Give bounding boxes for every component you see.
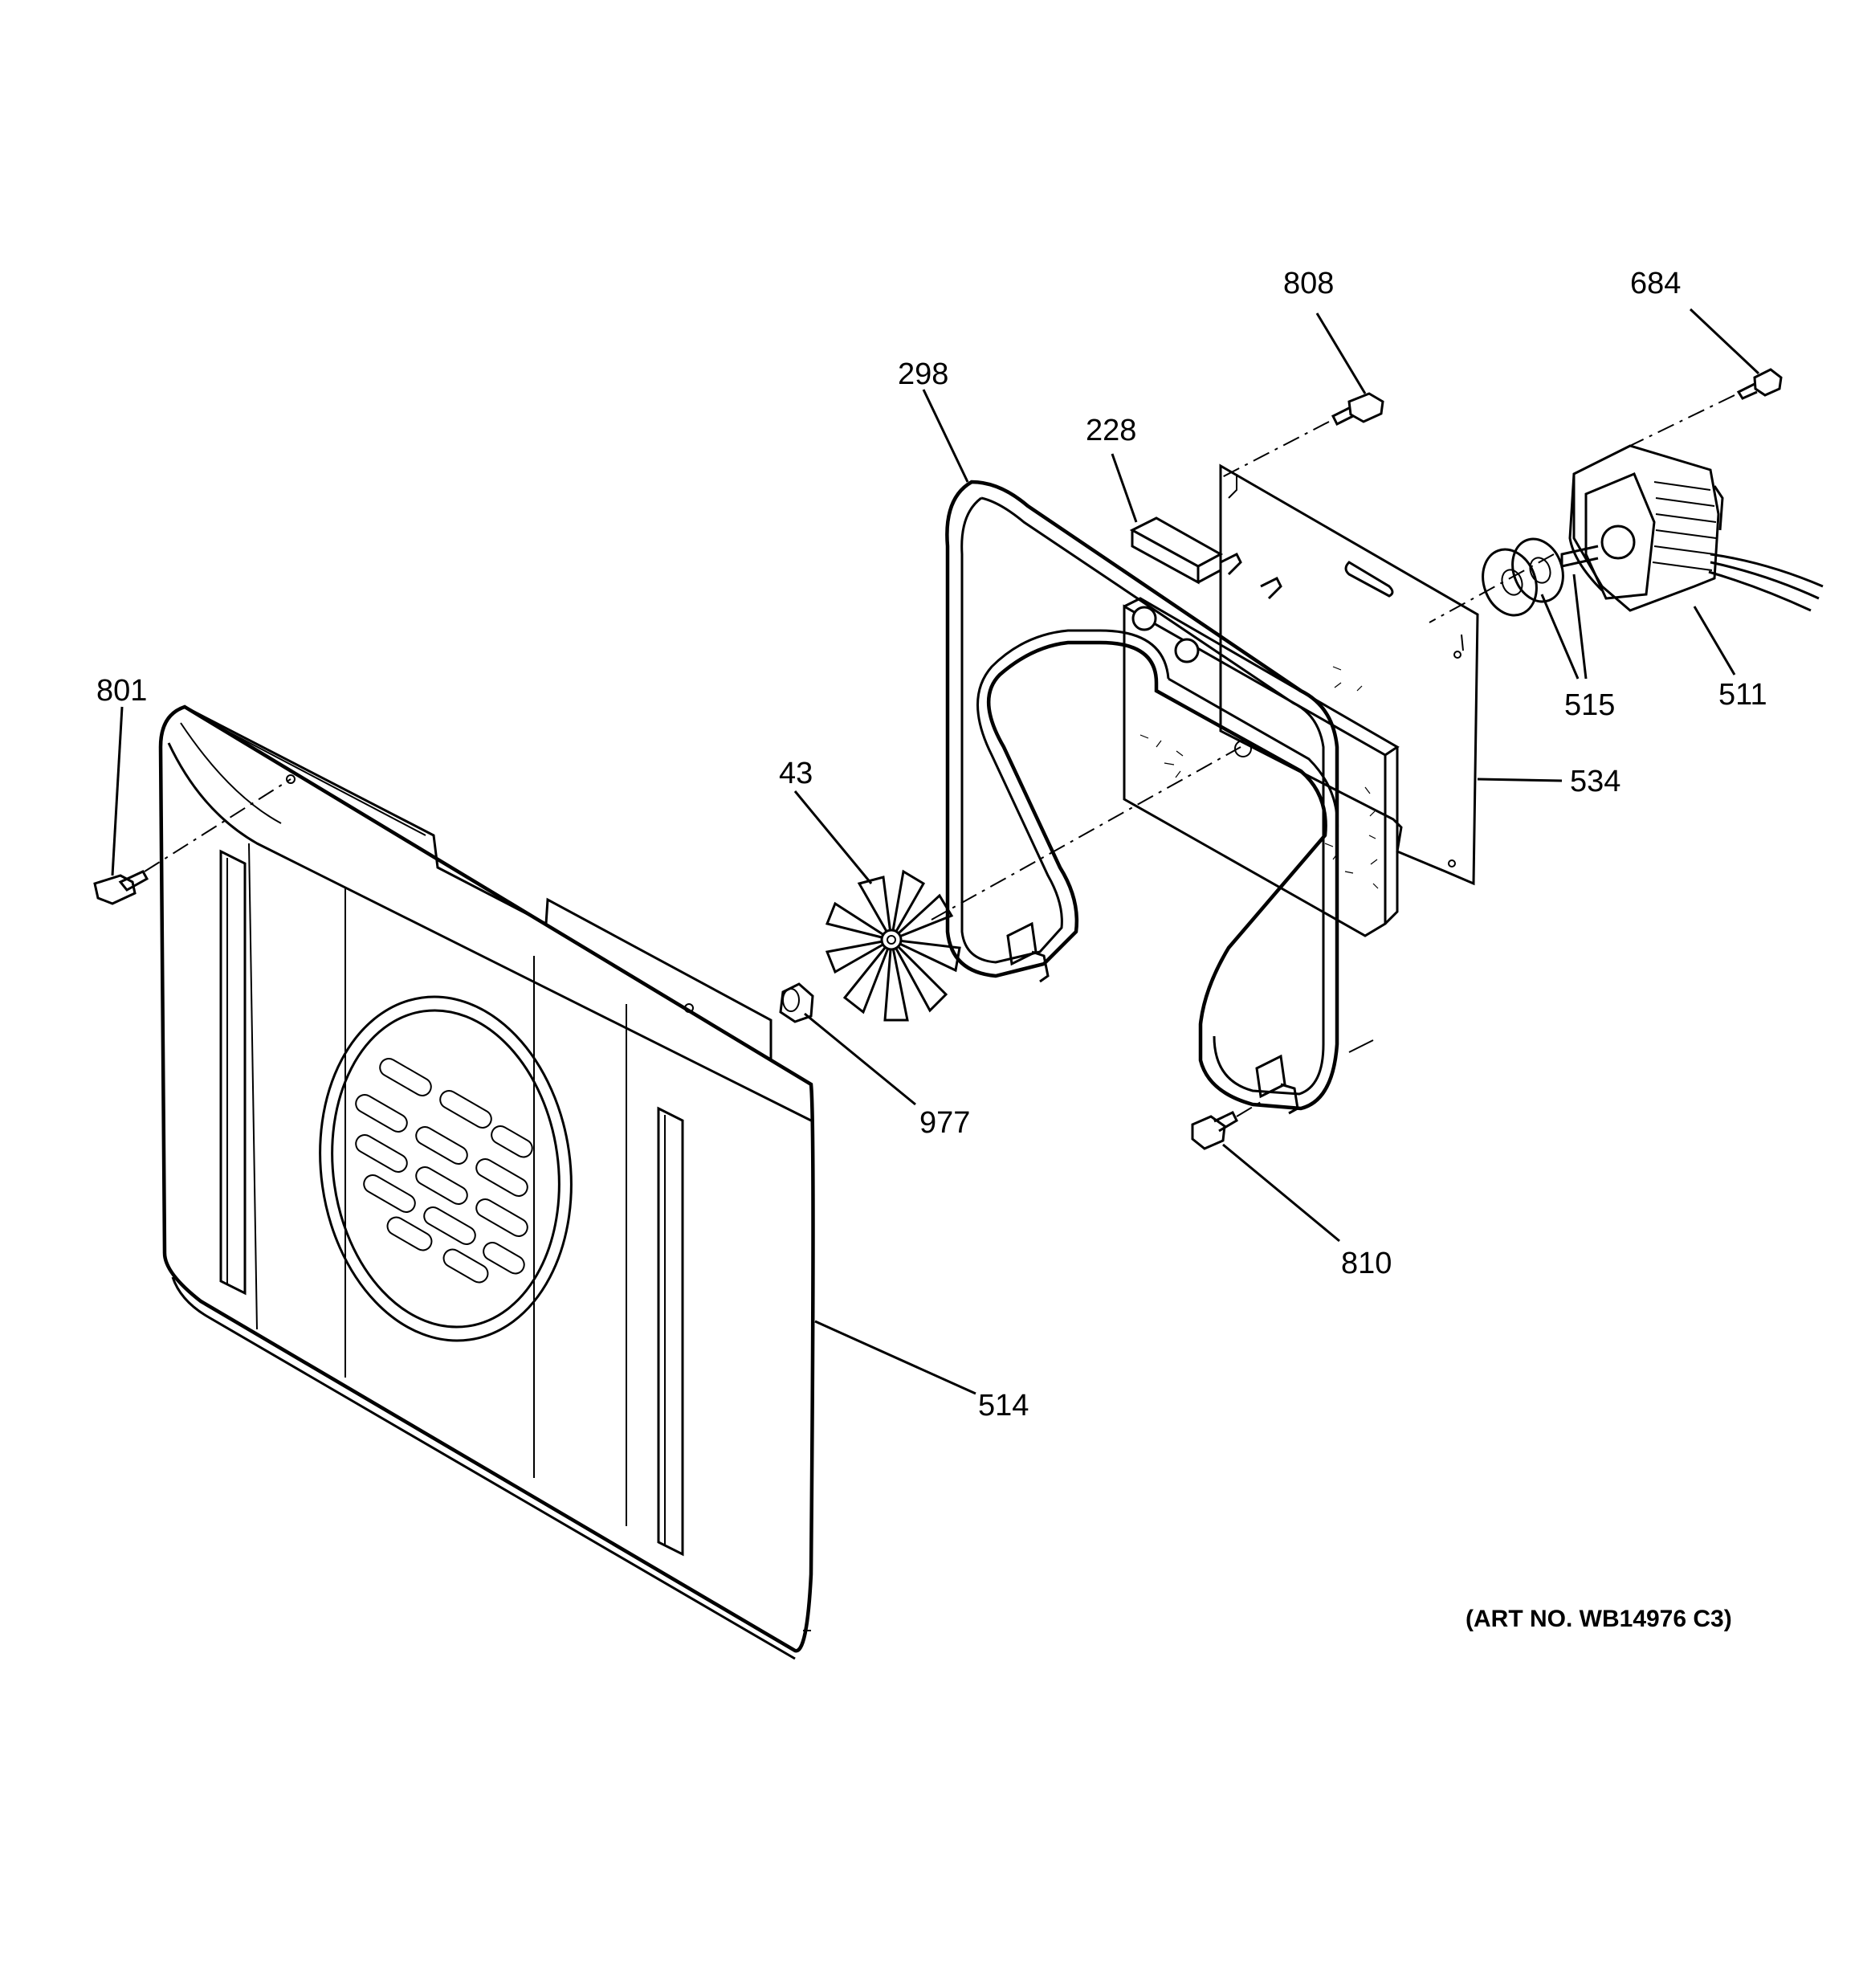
callout-977: 977 [919, 1106, 970, 1140]
leader-lines [111, 308, 1760, 1395]
washers-part-515 [1482, 537, 1564, 617]
screw-part-810 [1191, 1101, 1262, 1150]
nut-part-977 [779, 982, 814, 1023]
callout-810: 810 [1341, 1247, 1392, 1280]
callout-43: 43 [779, 757, 813, 790]
assembly-axis-line [931, 746, 1241, 921]
art-number: (ART NO. WB14976 C3) [1466, 1606, 1732, 1632]
callout-511: 511 [1718, 678, 1767, 712]
callout-808: 808 [1283, 267, 1334, 300]
callout-514: 514 [978, 1389, 1029, 1423]
fan-blade-part-43 [825, 869, 961, 1022]
screw-part-808 [1220, 392, 1384, 479]
heating-element-part-298 [945, 480, 1374, 1115]
callout-228: 228 [1086, 414, 1136, 447]
back-panel-part-514 [158, 704, 815, 1660]
callout-534: 534 [1570, 765, 1620, 798]
callout-298: 298 [898, 357, 948, 391]
screw-part-684 [1429, 368, 1783, 623]
callout-515: 515 [1564, 688, 1615, 722]
callout-801: 801 [96, 674, 147, 708]
callout-684: 684 [1630, 267, 1681, 300]
fan-motor-part-511 [1560, 444, 1824, 612]
screw-part-801 [93, 778, 291, 905]
